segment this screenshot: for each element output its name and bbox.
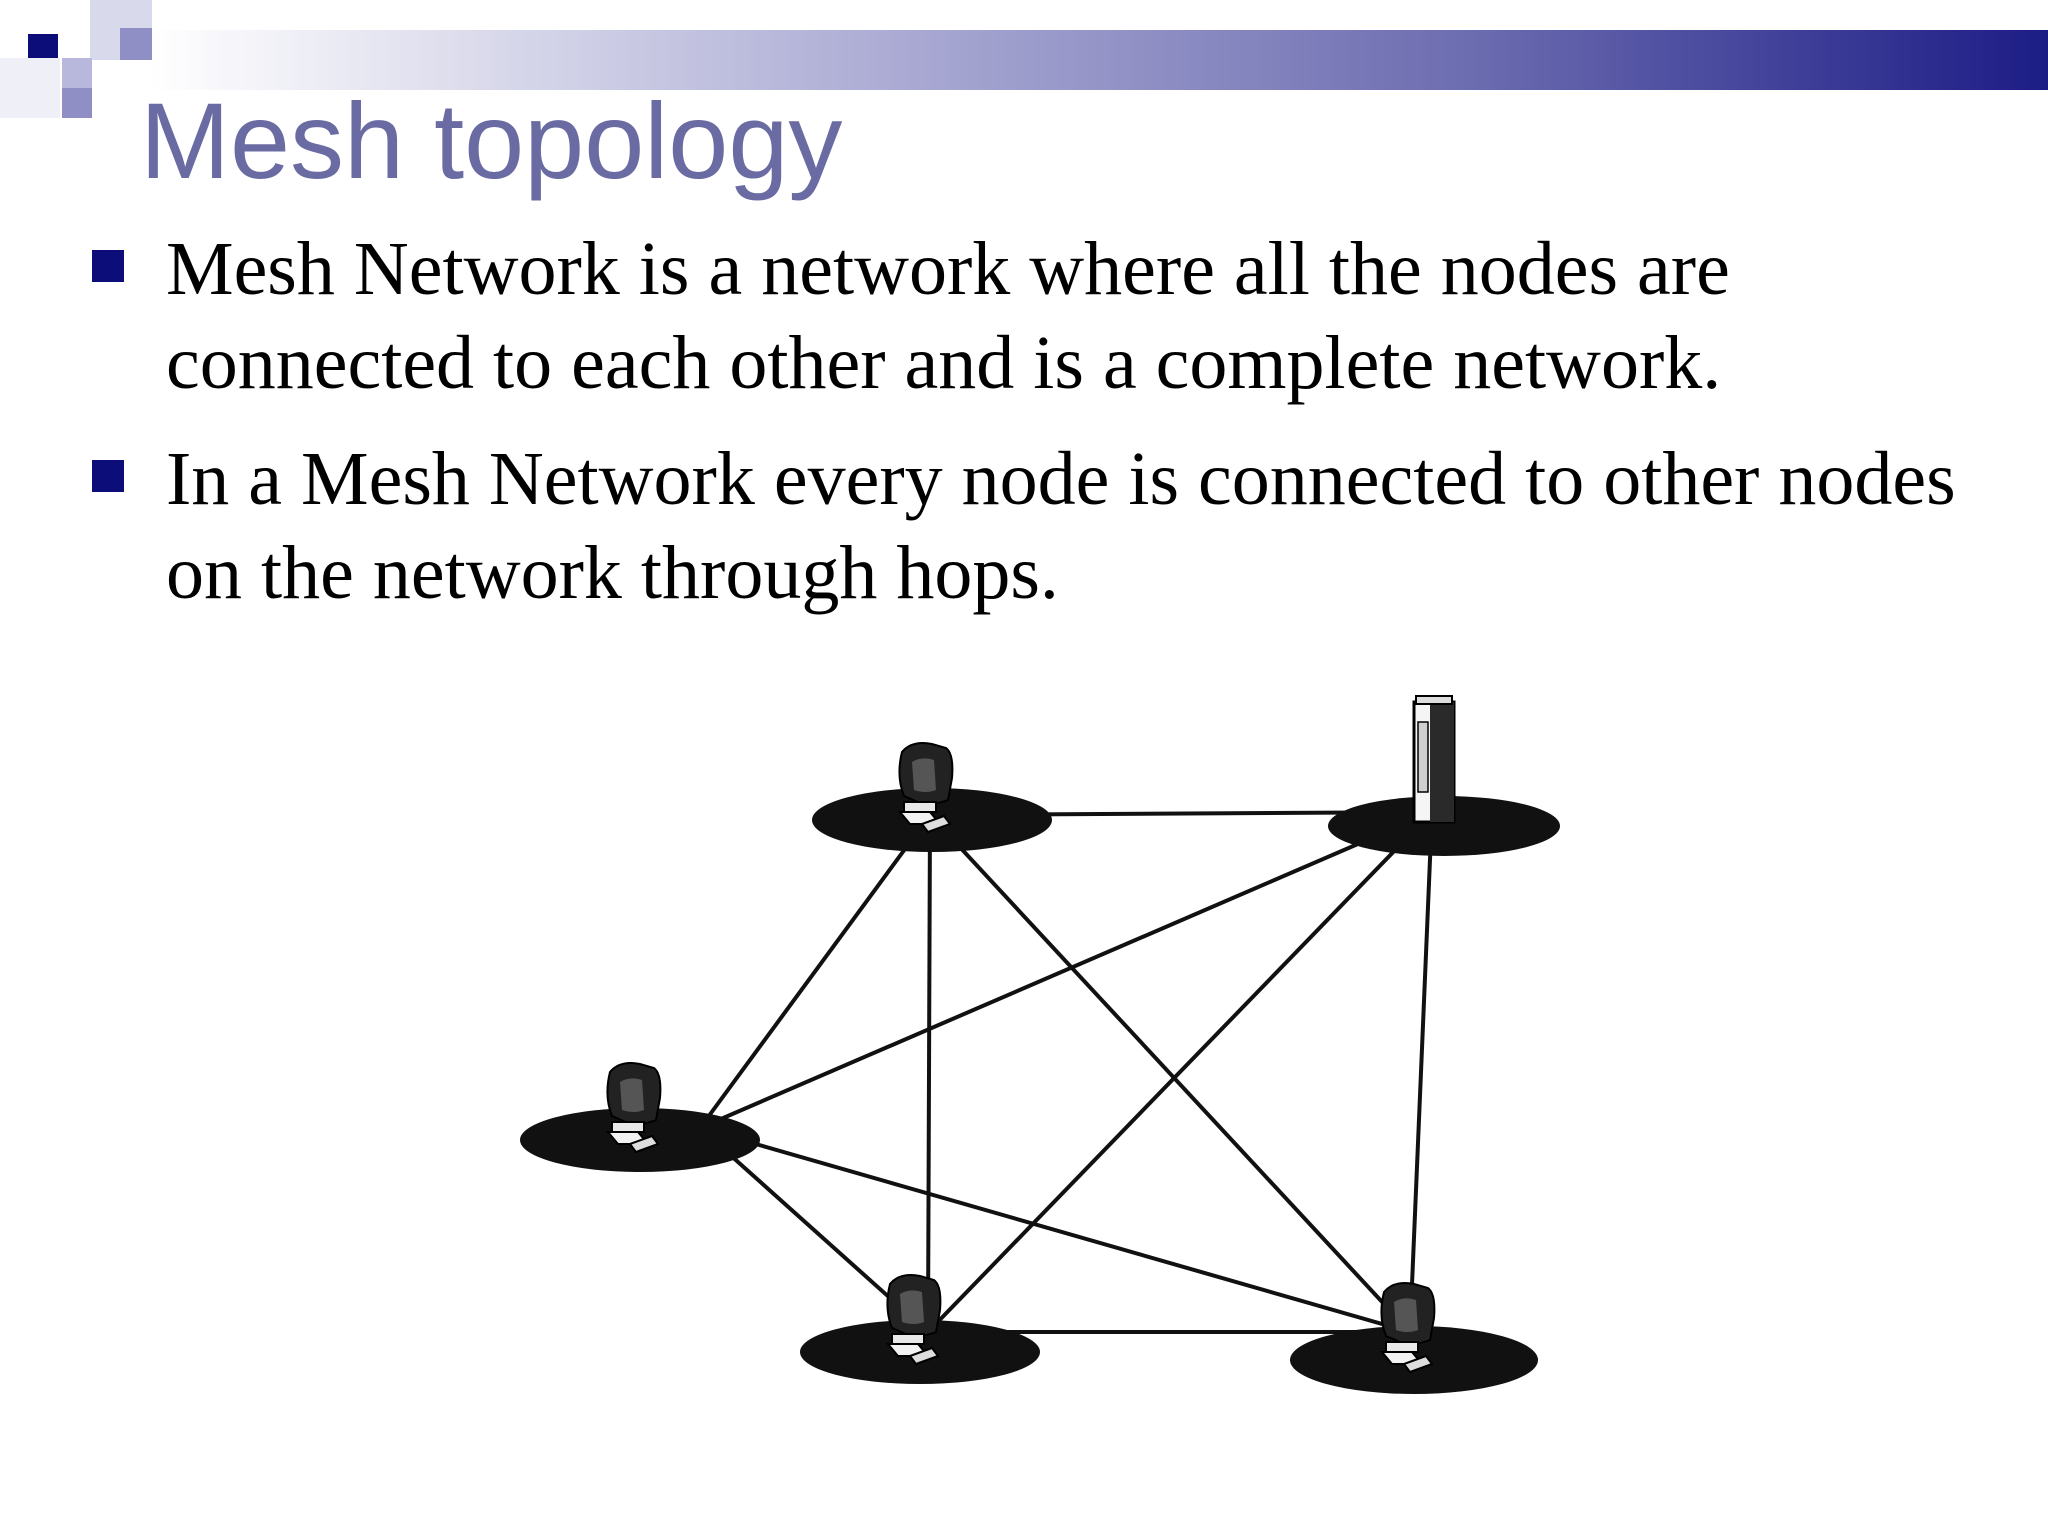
server-tower-icon: [1412, 694, 1456, 824]
header-square-decoration: [62, 58, 92, 88]
workstation-icon: [1380, 1282, 1436, 1373]
node-layer: [520, 694, 1560, 1394]
node-bottom-left: [800, 1274, 1040, 1384]
header-square-decoration: [120, 28, 152, 60]
workstation-icon: [898, 742, 954, 833]
workstation-icon: [606, 1062, 662, 1153]
header-gradient-band: [150, 30, 2048, 90]
link-top-left-mid-left: [698, 813, 932, 1130]
link-top-right-bottom-right: [1408, 811, 1434, 1333]
link-top-left-bottom-right: [928, 813, 1412, 1334]
workstation-icon: [886, 1274, 942, 1365]
link-mid-left-bottom-right: [699, 1126, 1411, 1334]
slide-title: Mesh topology: [140, 80, 843, 201]
node-top-right: [1328, 694, 1560, 856]
bullet-square-icon: [92, 460, 124, 492]
bullet-square-icon: [92, 250, 124, 282]
node-bottom-right: [1290, 1282, 1538, 1394]
link-lines: [698, 810, 1434, 1334]
node-mid-left: [520, 1062, 760, 1172]
bullet-list: Mesh Network is a network where all the …: [92, 222, 2022, 642]
node-top-left: [812, 742, 1052, 852]
bullet-item: Mesh Network is a network where all the …: [92, 222, 2022, 410]
bullet-text: In a Mesh Network every node is connecte…: [166, 437, 1956, 615]
link-top-right-mid-left: [699, 810, 1433, 1130]
header-square-decoration: [0, 58, 60, 118]
header-square-decoration: [62, 88, 92, 118]
node-disc: [1328, 796, 1560, 856]
bullet-item: In a Mesh Network every node is connecte…: [92, 432, 2022, 620]
link-top-left-bottom-left: [926, 814, 932, 1333]
bullet-text: Mesh Network is a network where all the …: [166, 227, 1730, 405]
link-top-right-bottom-left: [926, 810, 1434, 1334]
